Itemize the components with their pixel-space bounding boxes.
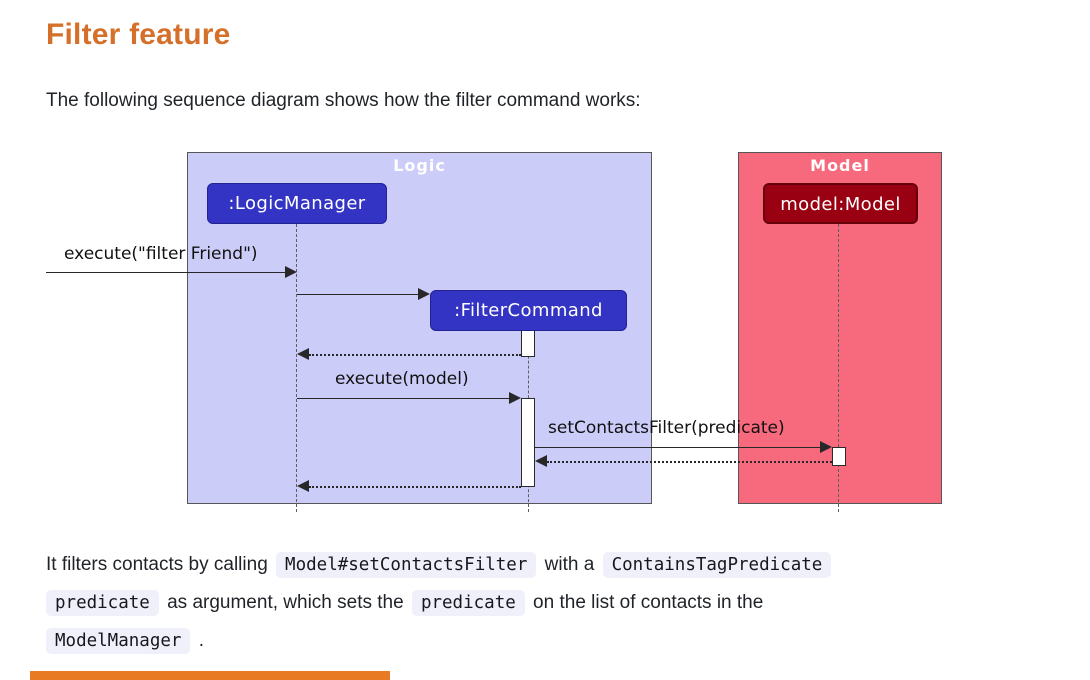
arrowhead-left-icon (297, 348, 309, 360)
description-text: It filters contacts by calling (46, 554, 274, 575)
message-execute-filter-label: execute("filter Friend") (64, 244, 258, 264)
description-text: on the list of contacts in the (527, 592, 764, 613)
lifeline-logicmanager (296, 224, 297, 512)
participant-logicmanager: :LogicManager (207, 183, 387, 224)
message-setcontactsfilter-label: setContactsFilter(predicate) (548, 418, 785, 438)
activation-bar-filtercommand (521, 330, 535, 357)
message-execute-model-line (297, 398, 509, 399)
arrowhead-left-icon (535, 455, 547, 467)
logic-container-title: Logic (393, 156, 446, 175)
inline-code: ModelManager (46, 628, 191, 654)
message-setcontactsfilter-line (535, 447, 820, 448)
footer-accent-bar (30, 671, 390, 680)
sequence-diagram: Logic Model execute("filter Friend") exe… (46, 140, 942, 516)
inline-code: predicate (46, 590, 159, 616)
description-text: as argument, which sets the (161, 592, 409, 613)
activation-bar-model (832, 447, 846, 466)
arrowhead-right-icon (285, 266, 297, 278)
inline-code: predicate (411, 590, 525, 616)
create-filtercommand-line (297, 294, 419, 295)
page-title: Filter feature (46, 18, 231, 51)
participant-filtercommand: :FilterCommand (430, 290, 627, 331)
arrowhead-right-icon (418, 288, 430, 300)
arrowhead-right-icon (509, 392, 521, 404)
arrowhead-right-icon (820, 441, 832, 453)
description-text: with a (539, 554, 600, 575)
model-container-title: Model (810, 156, 870, 175)
description-text: . (193, 630, 204, 651)
inline-code: Model#setContactsFilter (276, 552, 537, 578)
description-paragraph: It filters contacts by calling Model#set… (46, 546, 1056, 660)
activation-bar-filtercommand (521, 398, 535, 487)
intro-text: The following sequence diagram shows how… (46, 90, 641, 111)
lifeline-model (838, 224, 839, 512)
return-line (547, 461, 832, 463)
return-line (309, 354, 521, 356)
participant-model: model:Model (763, 183, 918, 224)
message-execute-model-label: execute(model) (335, 369, 469, 389)
inline-code: ContainsTagPredicate (602, 552, 832, 578)
return-line (309, 486, 521, 488)
arrowhead-left-icon (297, 480, 309, 492)
message-execute-filter-line (46, 272, 286, 273)
